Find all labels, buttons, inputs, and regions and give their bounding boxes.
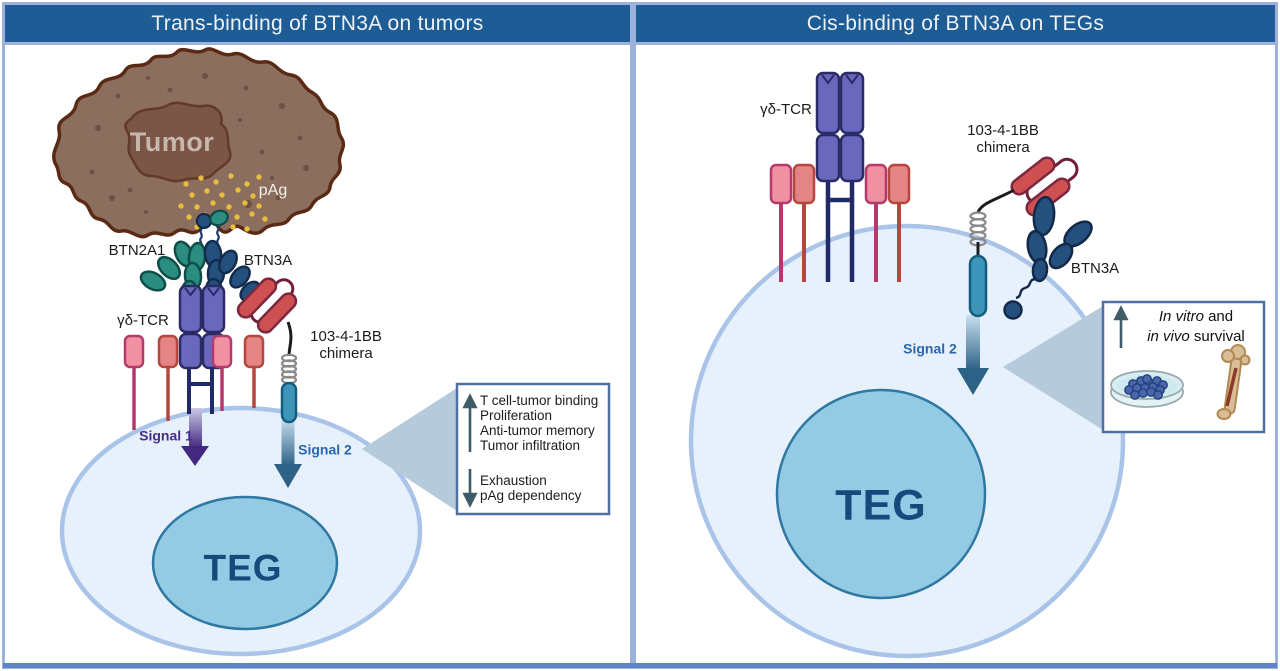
increase-item: Anti-tumor memory bbox=[480, 423, 595, 438]
bone-icon bbox=[1216, 344, 1251, 420]
increase-item: T cell-tumor binding bbox=[480, 393, 599, 408]
tcr-label-left: γδ-TCR bbox=[117, 311, 169, 329]
signal1-arrow bbox=[181, 408, 209, 466]
tumor-nucleus bbox=[124, 101, 232, 183]
petri-dish-icon bbox=[1110, 370, 1184, 408]
chimera-left bbox=[236, 277, 298, 424]
teg-cell-right bbox=[688, 223, 1126, 659]
callout-wedge-left bbox=[362, 388, 457, 511]
survival-line1: In vitro and bbox=[1131, 307, 1261, 327]
survival-line2: in vivo survival bbox=[1131, 327, 1261, 347]
callout-box-left bbox=[455, 382, 611, 516]
decrease-list: Exhaustion pAg dependency bbox=[480, 473, 598, 503]
chimera-label-right-line2: chimera bbox=[976, 139, 1030, 156]
increase-arrow-icon bbox=[462, 393, 478, 452]
signal2-arrow-left bbox=[274, 418, 302, 488]
teg-label-left: TEG bbox=[203, 547, 283, 589]
teg-nucleus-right bbox=[775, 388, 987, 600]
increase-item: Tumor infiltration bbox=[480, 438, 581, 453]
panel-title-left: Trans-binding of BTN3A on tumors bbox=[5, 5, 630, 45]
panel-divider bbox=[630, 2, 636, 669]
membrane-anchors-left bbox=[195, 209, 229, 248]
decrease-arrow-icon bbox=[462, 469, 478, 508]
teg-nucleus-left bbox=[151, 495, 339, 631]
tumor-cell bbox=[52, 47, 346, 239]
signal2-label-right: Signal 2 bbox=[903, 340, 957, 357]
tcr-label-right: γδ-TCR bbox=[760, 100, 812, 118]
btn2a1-molecule bbox=[139, 240, 207, 309]
chimera-label-right-line1: 103-4-1BB bbox=[967, 122, 1039, 139]
in-vivo-text: in vivo bbox=[1147, 328, 1190, 345]
chimera-label-left-line2: chimera bbox=[319, 345, 373, 362]
signal2-arrow-right bbox=[957, 315, 989, 395]
pag-label: pAg bbox=[258, 182, 288, 200]
survival-increase-arrow-icon bbox=[1113, 305, 1129, 348]
btn2a1-label: BTN2A1 bbox=[108, 241, 166, 259]
co-receptors-left bbox=[123, 334, 265, 430]
co-receptors-right bbox=[769, 163, 911, 282]
chimera-label-right: 103-4-1BB chimera bbox=[967, 122, 1039, 156]
callout-text-left: T cell-tumor binding Proliferation Anti-… bbox=[480, 393, 598, 503]
decrease-item: pAg dependency bbox=[480, 488, 582, 503]
callout-text-right: In vitro and in vivo survival bbox=[1131, 307, 1261, 347]
chimera-label-left-line1: 103-4-1BB bbox=[310, 328, 382, 345]
increase-item: Proliferation bbox=[480, 408, 553, 423]
decrease-item: Exhaustion bbox=[480, 473, 547, 488]
panel-title-right-text: Cis-binding of BTN3A on TEGs bbox=[806, 11, 1105, 35]
survival-text: survival bbox=[1189, 328, 1245, 345]
btn3a-molecule-right bbox=[1003, 195, 1093, 320]
increase-list: T cell-tumor binding Proliferation Anti-… bbox=[480, 393, 598, 453]
bottom-bar bbox=[3, 663, 1277, 668]
panel-title-right: Cis-binding of BTN3A on TEGs bbox=[636, 5, 1275, 45]
btn3a-label-right: BTN3A bbox=[1070, 259, 1120, 277]
signal2-label-left: Signal 2 bbox=[298, 441, 352, 458]
linker-coil-right bbox=[969, 211, 987, 247]
linker-coil-left bbox=[280, 353, 298, 385]
and-text: and bbox=[1203, 308, 1234, 325]
panel-title-left-text: Trans-binding of BTN3A on tumors bbox=[151, 11, 484, 35]
callout-wedge-right bbox=[1003, 306, 1103, 430]
signal1-label: Signal 1 bbox=[139, 427, 193, 444]
tcr-receptor-right bbox=[815, 71, 865, 282]
chimera-label-left: 103-4-1BB chimera bbox=[310, 328, 382, 362]
tumor-label: Tumor bbox=[129, 127, 215, 158]
btn3a-label-left: BTN3A bbox=[243, 251, 293, 269]
teg-label-right: TEG bbox=[835, 481, 927, 530]
in-vitro-text: In vitro bbox=[1158, 308, 1204, 325]
